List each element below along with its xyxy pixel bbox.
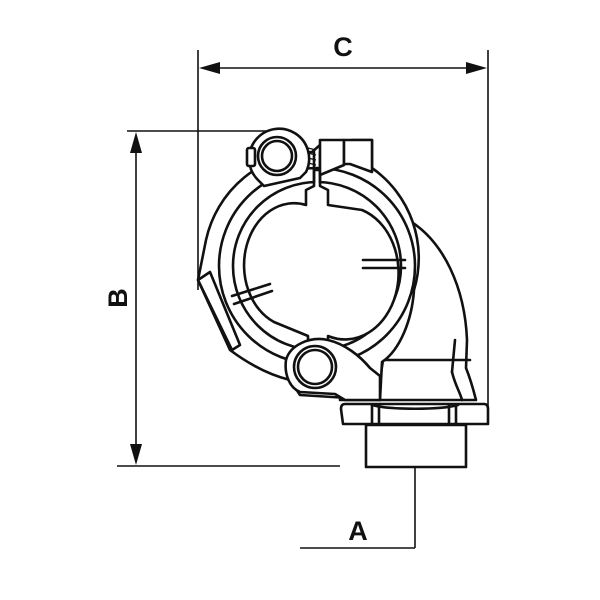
top-bolt-hole	[260, 139, 294, 173]
pipe-bore	[242, 168, 400, 347]
arrowhead-right-icon	[466, 62, 487, 74]
bottom-bolt	[284, 337, 382, 402]
threaded-spigot	[364, 423, 468, 469]
dimension-b: B	[103, 130, 340, 467]
left-wedge	[196, 270, 242, 352]
elbow-edge	[450, 338, 457, 374]
elbow-flare	[450, 370, 464, 402]
top-bolt-thread-icon	[307, 147, 317, 166]
arrowhead-up-icon	[130, 132, 142, 153]
dimension-c: C	[197, 32, 489, 408]
arrowhead-down-icon	[130, 444, 142, 465]
hex-nut-flat-left	[370, 403, 381, 426]
spoke-left	[230, 282, 274, 306]
arrowhead-left-icon	[199, 62, 220, 74]
top-bolt-nut	[245, 146, 257, 168]
hex-nut	[339, 402, 490, 426]
label-c: C	[333, 32, 353, 62]
hex-nut-flat-right	[447, 403, 458, 426]
bottom-bolt-hole	[296, 348, 334, 386]
spoke-right	[361, 258, 407, 270]
label-a: A	[348, 516, 368, 546]
hex-nut-body	[339, 402, 490, 426]
label-b: B	[103, 288, 133, 308]
top-bolt	[245, 127, 317, 188]
top-tab-step	[342, 138, 374, 174]
fitting-body	[196, 127, 490, 469]
